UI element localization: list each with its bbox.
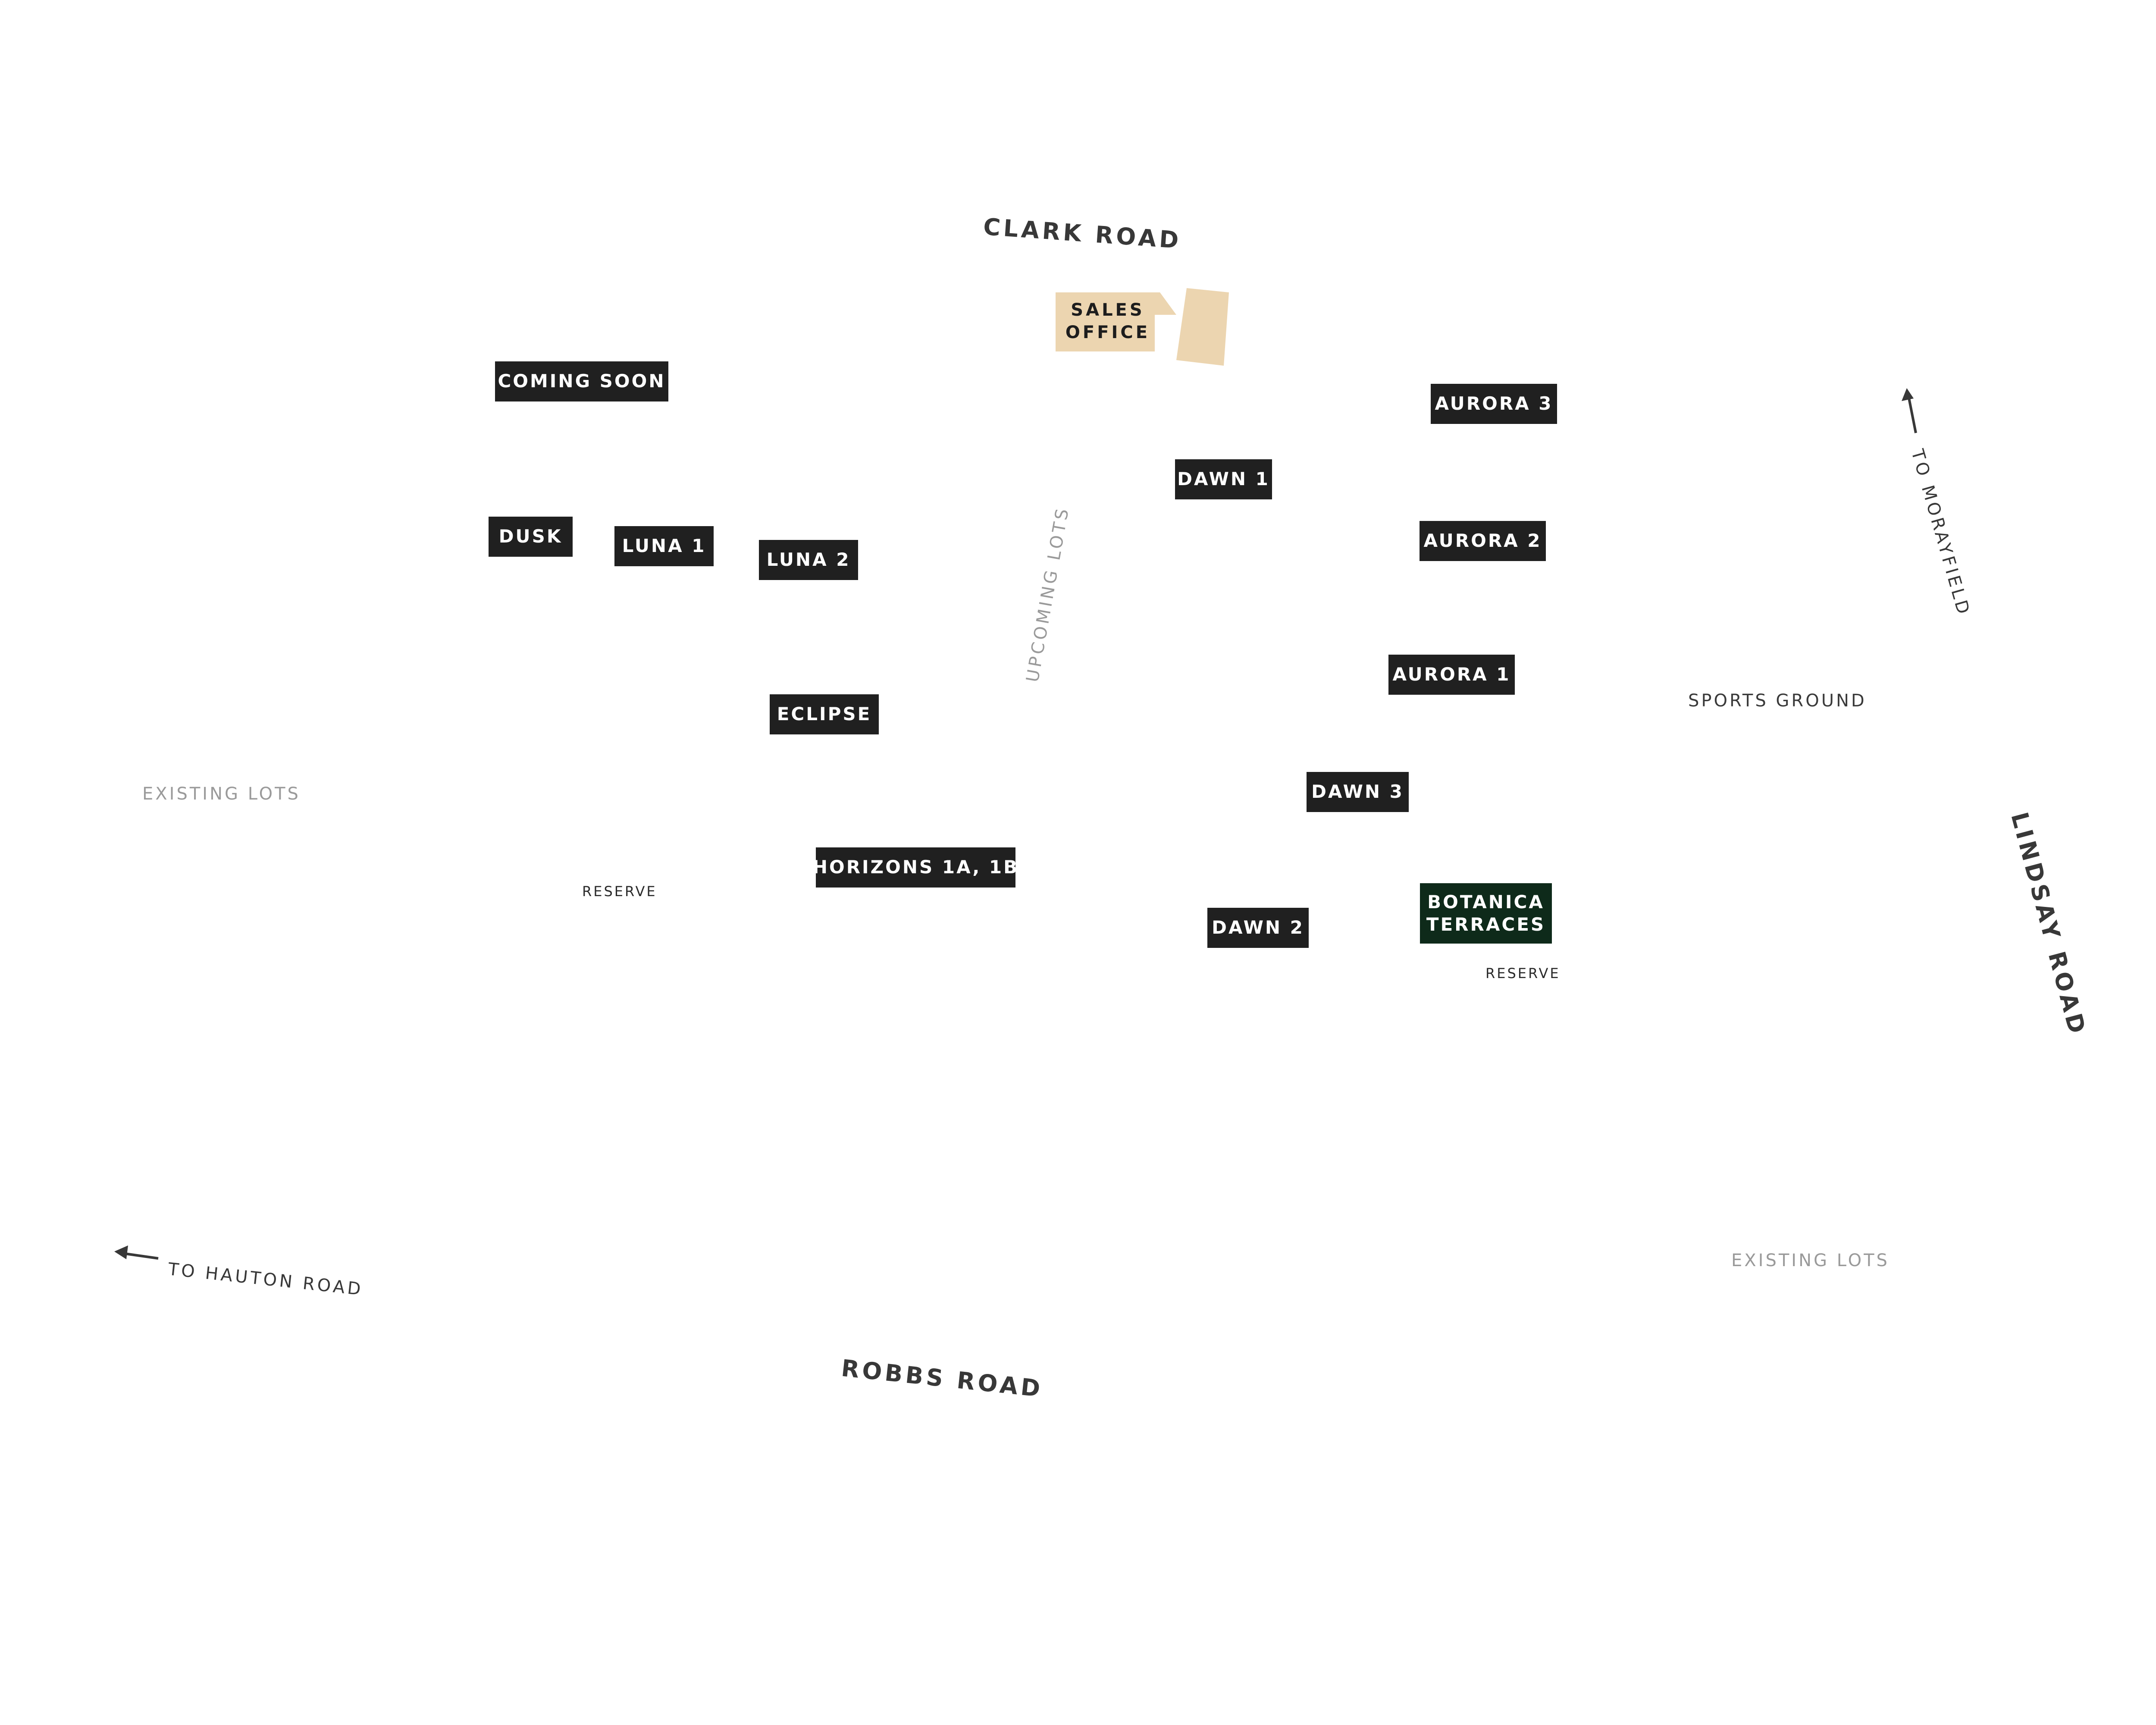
stage-tag-eclipse[interactable]: ECLIPSE xyxy=(770,694,879,734)
sales-office-sign xyxy=(1056,292,1176,351)
area-label-existing-lots-east: EXISTING LOTS xyxy=(1731,1251,1890,1270)
sales-office-label-line1: SALES xyxy=(1071,300,1145,320)
area-label-existing-lots-west: EXISTING LOTS xyxy=(142,784,301,804)
stage-tag-aurora-2[interactable]: AURORA 2 xyxy=(1420,521,1546,561)
botanica-label-line1: BOTANICA xyxy=(1427,891,1545,913)
stage-tag-botanica-terraces[interactable]: BOTANICA TERRACES xyxy=(1420,883,1552,944)
stage-tag-dawn-3[interactable]: DAWN 3 xyxy=(1307,772,1409,812)
stage-tag-luna-1[interactable]: LUNA 1 xyxy=(614,526,714,566)
stage-tag-luna-2[interactable]: LUNA 2 xyxy=(759,540,858,580)
sales-office-label-line2: OFFICE xyxy=(1065,323,1150,342)
stage-tag-dawn-2[interactable]: DAWN 2 xyxy=(1207,908,1309,948)
stage-tag-dawn-1[interactable]: DAWN 1 xyxy=(1175,459,1272,499)
arrow-up-icon xyxy=(1898,388,1924,436)
sales-office-label[interactable]: SALES OFFICE xyxy=(1056,299,1160,344)
stage-tag-coming-soon[interactable]: COMING SOON xyxy=(495,361,668,401)
area-label-sports-ground: SPORTS GROUND xyxy=(1688,691,1867,711)
stage-tag-dusk[interactable]: DUSK xyxy=(489,517,573,557)
area-label-reserve-west: RESERVE xyxy=(582,883,657,900)
stage-tag-aurora-1[interactable]: AURORA 1 xyxy=(1388,655,1515,695)
area-label-reserve-east: RESERVE xyxy=(1485,965,1561,982)
sales-office-footprint xyxy=(1176,288,1229,366)
arrow-left-icon xyxy=(114,1242,162,1268)
botanica-label-line2: TERRACES xyxy=(1426,914,1546,935)
stage-tag-aurora-3[interactable]: AURORA 3 xyxy=(1431,384,1557,424)
stage-tag-horizons[interactable]: HORIZONS 1A, 1B xyxy=(812,847,1017,888)
